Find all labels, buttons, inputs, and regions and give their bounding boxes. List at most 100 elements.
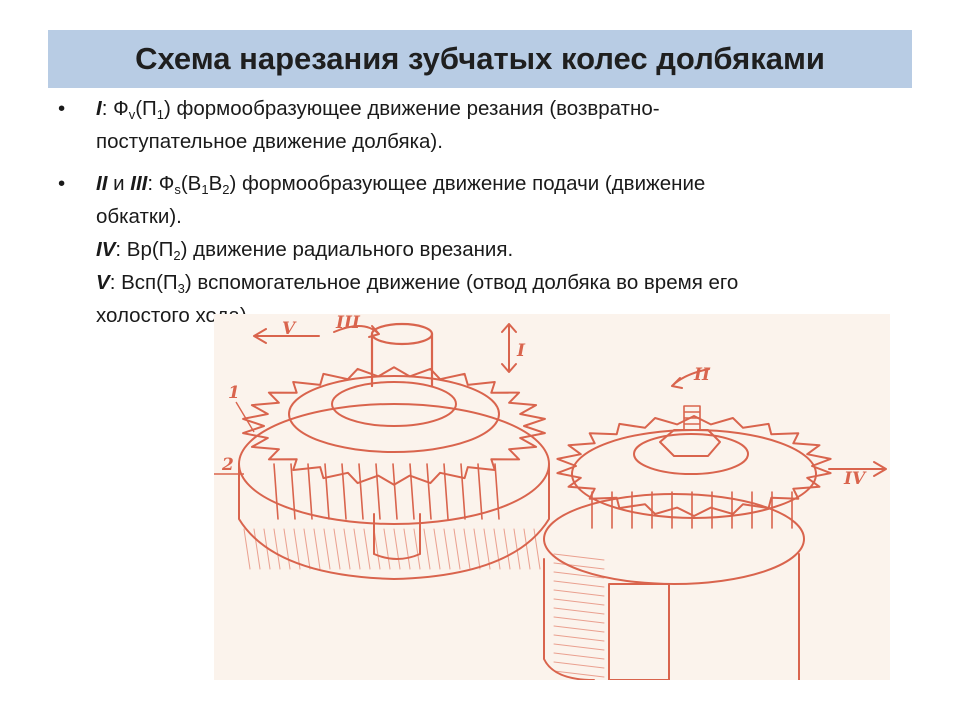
hatch-line: [553, 598, 605, 606]
cutter-tooth-flank: [290, 463, 296, 520]
bullet-item-2: • II и III: Фs(В1В2) формообразующее дви…: [58, 167, 888, 332]
label-I: I: [516, 341, 526, 361]
gear-hub: [633, 433, 749, 475]
cutter-tooth-flank: [494, 463, 500, 520]
arrow-III: [333, 325, 380, 338]
cutter-spindle: [370, 332, 434, 388]
cutter-tooth-flank: [307, 463, 313, 520]
arrow-II: [671, 368, 710, 389]
column-block: [608, 583, 670, 680]
hatch-line: [553, 553, 605, 561]
hatch-line: [393, 528, 401, 570]
cutter-tooth-flank: [273, 463, 279, 520]
arrow-IV: [828, 461, 887, 477]
title-bar: Схема нарезания зубчатых колес долбяками: [48, 30, 912, 88]
gear-nut: [659, 429, 721, 457]
hatch-line: [553, 607, 605, 615]
hatch-line: [553, 643, 605, 651]
bullet-2-line-4: V: Всп(П3) вспомогательное движение (отв…: [96, 266, 888, 299]
subscript: s: [174, 182, 181, 197]
text-run: (П: [135, 97, 157, 120]
hatch-line: [333, 528, 341, 570]
cutter-spindle-top: [370, 322, 434, 346]
hatch-line: [553, 562, 605, 570]
arrow-V: [253, 328, 320, 344]
hatch-line: [553, 589, 605, 597]
bullet-2-line-1: II и III: Фs(В1В2) формообразующее движе…: [96, 167, 888, 200]
hatch-line: [483, 528, 491, 570]
cutter-tooth-flank: [392, 463, 398, 520]
hatch-line: [553, 625, 605, 633]
hatch-line: [553, 571, 605, 579]
hatch-line: [363, 528, 371, 570]
hatch-line: [313, 528, 321, 570]
text-run: ) движение радиального врезания.: [180, 238, 514, 261]
text-run: : Вр(П: [115, 238, 174, 261]
hatch-line: [383, 528, 391, 570]
hatch-line: [253, 528, 261, 570]
gear-tooth-ring: [556, 415, 832, 517]
label-III: III: [335, 314, 361, 333]
leader-1: [235, 401, 255, 433]
workpiece-gear-teeth: [556, 415, 832, 529]
cutter-tooth-flank: [460, 463, 466, 520]
text-run: ) формообразующее движение резания (возв…: [163, 97, 660, 120]
motion-label-I: I: [96, 97, 102, 120]
hatch-line: [513, 528, 521, 570]
slide-title: Схема нарезания зубчатых колес долбяками: [135, 41, 825, 76]
subscript: 1: [201, 182, 209, 197]
gear-shaping-diagram: V III I II IV 1 2: [214, 314, 890, 680]
subscript: 2: [222, 182, 230, 197]
label-2: 2: [221, 455, 234, 475]
motion-label-II: II: [96, 172, 108, 195]
cutter-tooth-flank: [324, 463, 330, 520]
motion-label-IV: IV: [96, 238, 116, 261]
label-V: V: [282, 319, 297, 339]
hatch-line: [553, 661, 605, 669]
bullet-2-line-3: IV: Вр(П2) движение радиального врезания…: [96, 233, 888, 266]
label-II: II: [693, 365, 711, 385]
cutter-tooth-flank: [426, 463, 432, 520]
bullet-item-1: • I: Фv(П1) формообразующее движение рез…: [58, 92, 888, 158]
bullet-marker: •: [58, 97, 66, 120]
text-run: и: [107, 172, 131, 195]
cutter-tooth-flank: [358, 463, 364, 520]
hatch-line: [283, 528, 291, 570]
cutter-hub-ring: [288, 375, 500, 453]
motion-label-V: V: [96, 271, 110, 294]
cutter-shank: [373, 513, 421, 560]
hatch-line: [463, 528, 471, 570]
bullet-1-line-1: I: Фv(П1) формообразующее движение резан…: [96, 92, 888, 125]
hatch-line: [523, 528, 531, 570]
bullet-1-line-2: поступательное движение долбяка).: [96, 130, 443, 153]
hatch-line: [553, 616, 605, 624]
cutter-tooth-flank: [477, 463, 483, 520]
arrow-I: [501, 323, 517, 373]
text-run: (В: [180, 172, 202, 195]
hatch-line: [323, 528, 331, 570]
cutter-teeth: [242, 366, 546, 520]
gear-bolt: [683, 405, 701, 431]
cutter-tooth-ring: [242, 366, 546, 486]
text-run: : Ф: [101, 97, 129, 120]
bullet-2-line-2: обкатки).: [96, 205, 182, 228]
text-run: В: [208, 172, 223, 195]
text-run: : Ф: [147, 172, 175, 195]
cutter-tooth-flank: [375, 463, 381, 520]
hatch-line: [453, 528, 461, 570]
hatch-line: [343, 528, 351, 570]
hatch-line: [553, 634, 605, 642]
text-run: ) вспомогательное движение (отвод долбяк…: [184, 271, 739, 294]
hatch-line: [353, 528, 361, 570]
hatch-line: [293, 528, 301, 570]
cutter-tooth-flank: [443, 463, 449, 520]
cutter-base-side: [238, 463, 550, 580]
cutter-tooth-flank: [409, 463, 415, 520]
text-run: : Всп(П: [109, 271, 178, 294]
text-run: ) формообразующее движение подачи (движе…: [229, 172, 706, 195]
hatch-line: [433, 528, 441, 570]
hatch-line: [503, 528, 511, 570]
hatch-line: [403, 528, 411, 570]
hatch-line: [413, 528, 421, 570]
subscript: 3: [177, 281, 185, 296]
